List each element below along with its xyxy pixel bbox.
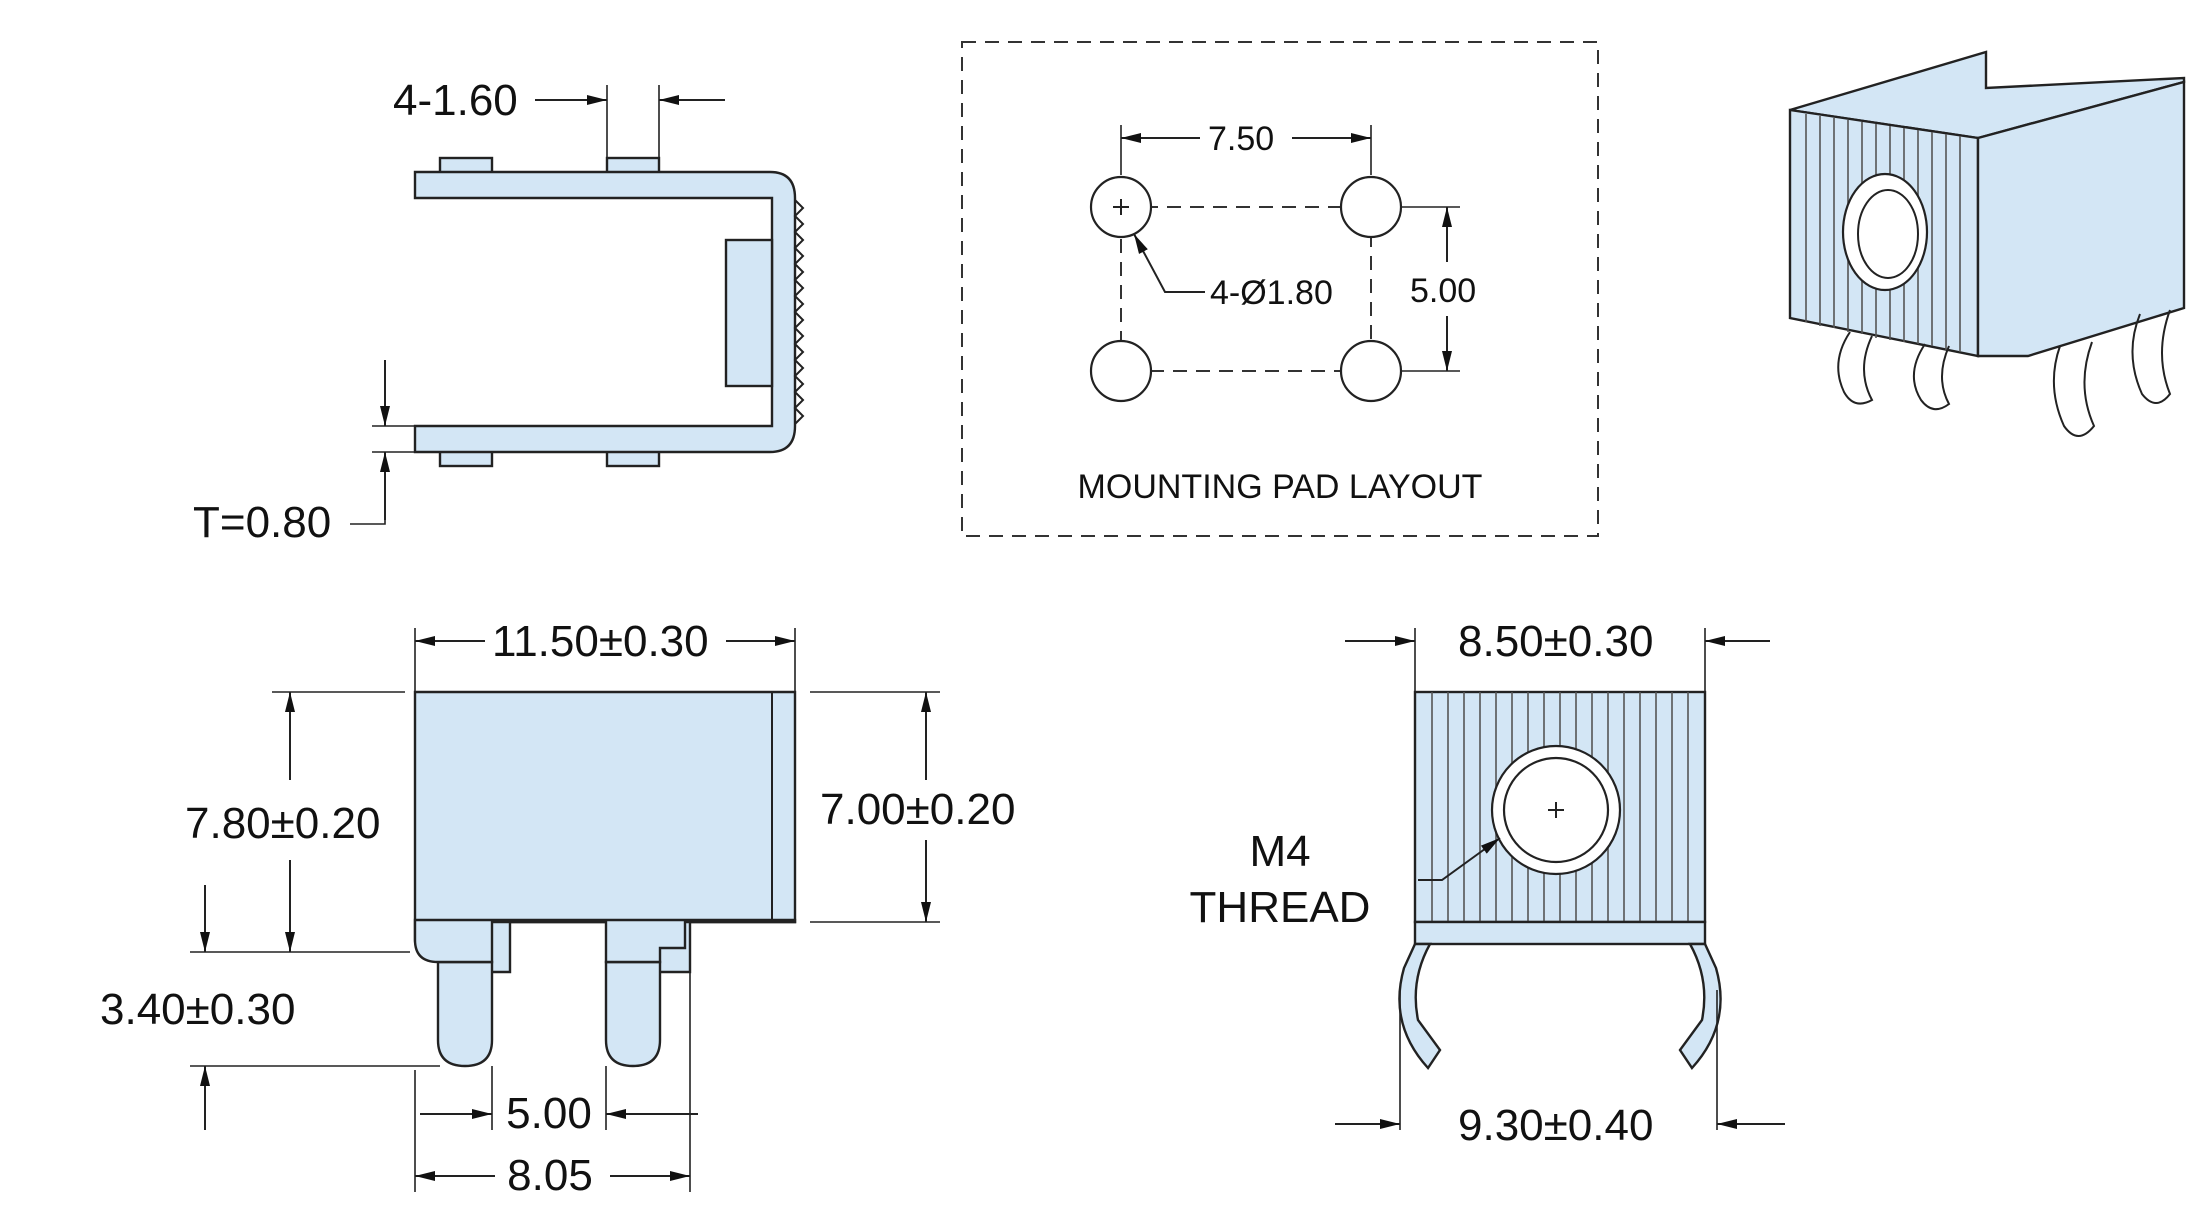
height-body-label: 7.00±0.20 (820, 785, 1015, 834)
pad-layout-frame (961, 41, 1599, 537)
side-nut-block (724, 238, 774, 388)
pad-pitch-rect (1120, 206, 1372, 372)
leg-span-label: 9.30±0.40 (1458, 1101, 1653, 1150)
thickness-label: T=0.80 (193, 498, 331, 547)
width-label: 8.50±0.30 (1458, 617, 1653, 666)
end-leg-left (1398, 942, 1442, 1070)
end-lower-band (1413, 920, 1707, 946)
pad-hole-leader (1133, 233, 1205, 293)
thread-label-line2: THREAD (1190, 883, 1371, 932)
pad-hole-center-mark (1113, 199, 1129, 215)
length-label: 11.50±0.30 (492, 617, 709, 666)
iso-leg-2 (1913, 343, 1951, 411)
front-pin-right (604, 960, 662, 1068)
iso-leg-3 (2052, 341, 2096, 437)
side-serrations (793, 199, 805, 425)
thread-label-line1: M4 (1249, 827, 1310, 876)
height-total-label: 7.80±0.20 (185, 799, 380, 848)
iso-thread-inner (1857, 189, 1919, 279)
thickness-leader (350, 520, 386, 525)
front-shoulder (413, 918, 797, 964)
iso-leg-1 (1837, 331, 1874, 405)
end-view: 8.50±0.30 M4 THREAD 9.30±0.40 (1190, 617, 1785, 1150)
end-leg-right (1678, 942, 1722, 1070)
pad-hole-top-right (1339, 175, 1403, 239)
pad-hole-bottom-left (1089, 339, 1153, 403)
thread-leader (1418, 837, 1501, 881)
pin-gap-label: 5.00 (506, 1089, 592, 1138)
pad-hole-bottom-right (1339, 339, 1403, 403)
pin-length-label: 3.40±0.30 (100, 985, 295, 1034)
front-pin-left (436, 960, 494, 1068)
pad-pitch-y-label: 5.00 (1410, 272, 1476, 310)
side-view: 4-1.60 T=0.80 (193, 76, 805, 547)
pad-layout-title: MOUNTING PAD LAYOUT (1078, 468, 1483, 506)
pad-pitch-x-label: 7.50 (1208, 120, 1274, 158)
end-thread-center (1548, 802, 1564, 818)
pin-width-label: 4-1.60 (393, 76, 518, 125)
pin-span-label: 8.05 (507, 1151, 593, 1200)
pad-hole-dia-label: 4-Ø1.80 (1210, 274, 1333, 312)
iso-thread-hole (1841, 172, 1929, 292)
front-view: 11.50±0.30 7.80±0.20 7.00±0.20 3.40±0.30… (100, 617, 1015, 1200)
iso-leg-4 (2131, 309, 2172, 404)
iso-side-face (1976, 80, 2186, 358)
side-channel-body (413, 170, 797, 454)
isometric-view (1788, 50, 2186, 437)
pad-layout: 7.50 5.00 4-Ø1.80 MOUNTING PAD LAYOUT (961, 41, 1599, 537)
